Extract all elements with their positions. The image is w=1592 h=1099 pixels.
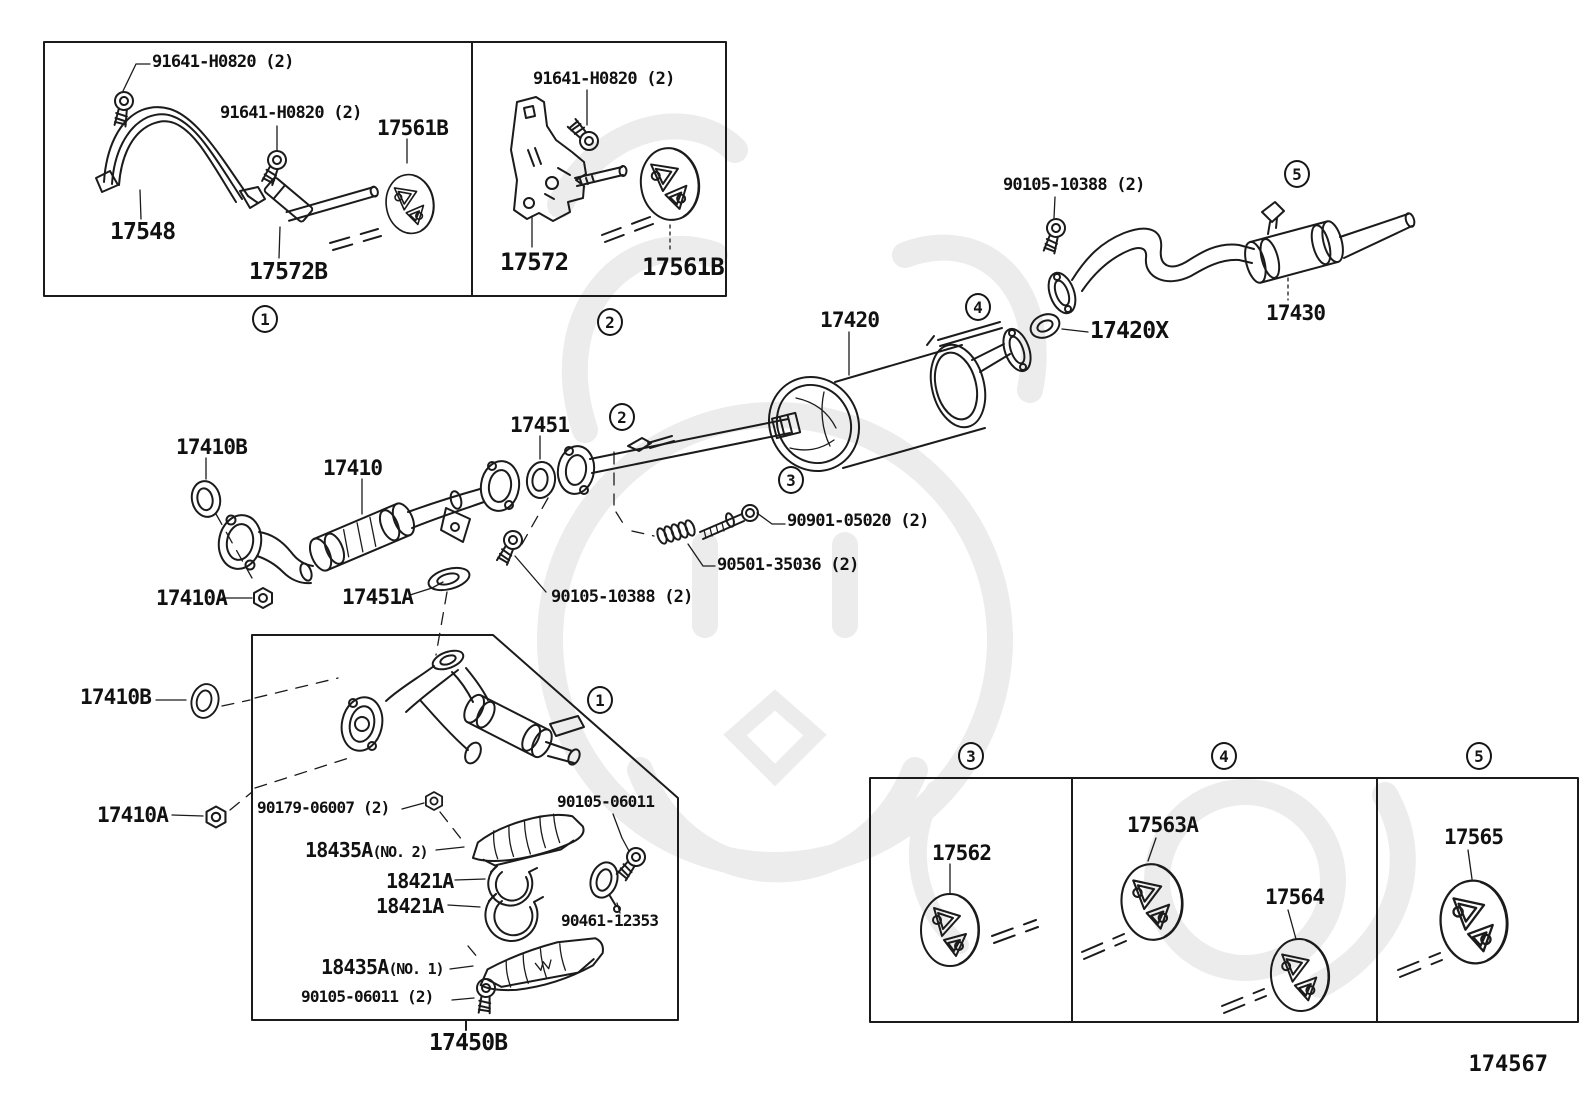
- callout-lowerbox-1: 1: [587, 686, 613, 714]
- label-shield-18435a-no2: 18435A(NO. 2): [305, 838, 428, 862]
- callout-tailpipe-5: 5: [1284, 160, 1310, 188]
- catalyst-shield-no2-drawing: [471, 813, 585, 867]
- gasket-17451a-drawing: [427, 566, 471, 592]
- panel-leader-lines: [949, 837, 1473, 940]
- hanger-17561b-box1: [381, 170, 439, 238]
- label-strap-17548: 17548: [110, 219, 176, 245]
- lowerbox-dash-lines: [254, 677, 479, 959]
- label-stud-90901: 90901-05020 (2): [787, 511, 929, 531]
- label-shield-18435a-no1: 18435A(NO. 1): [321, 955, 444, 979]
- label-ring-17410b-main: 17410B: [176, 435, 248, 459]
- shield-clamp-b-drawing: [484, 893, 544, 942]
- label-bolt-90105-top: 90105-10388 (2): [1003, 175, 1145, 195]
- label-gasket-17451: 17451: [510, 413, 570, 437]
- bolt-90105-box-a: [613, 843, 650, 884]
- label-clamp-90461: 90461-12353: [561, 911, 659, 930]
- label-tailpipe-17430: 17430: [1266, 301, 1326, 325]
- downpipe-assembly-drawing: [340, 649, 585, 766]
- page-code: 174567: [1468, 1052, 1548, 1077]
- callout-panel-5: 5: [1466, 742, 1492, 770]
- clamp-hanger-90461-drawing: [589, 861, 621, 913]
- callout-joint-2: 2: [609, 403, 635, 431]
- label-hanger-17561b-box1: 17561B: [377, 116, 449, 140]
- label-pipe-17410: 17410: [323, 456, 383, 480]
- label-shield1-suffix: (NO. 1): [388, 960, 444, 978]
- label-shield2-number: 18435A: [305, 838, 373, 862]
- label-muffler-17420: 17420: [820, 308, 880, 332]
- spring-90501-drawing: [656, 519, 696, 545]
- label-gasket-17420x: 17420X: [1090, 318, 1169, 344]
- tailpipe-17430-drawing: [1047, 201, 1416, 315]
- box1-leader-lines: [122, 63, 408, 259]
- label-shield2-suffix: (NO. 2): [372, 843, 428, 861]
- main-dash-lines: [215, 451, 655, 811]
- label-bolt-90105-box-a: 90105-06011: [557, 792, 655, 811]
- label-hanger-17565: 17565: [1444, 825, 1504, 849]
- main-leader-lines: [205, 196, 1289, 599]
- label-shield1-number: 18435A: [321, 955, 389, 979]
- bolt-90105-box-b: [474, 977, 497, 1015]
- rod-17572b-drawing: [263, 176, 382, 251]
- label-rod-17572b: 17572B: [249, 259, 328, 285]
- inset-frames: [43, 41, 1579, 1031]
- label-hanger-17563a: 17563A: [1127, 813, 1199, 837]
- ring-17410b-box: [186, 680, 224, 722]
- label-bolt-91641-a: 91641-H0820 (2): [152, 52, 294, 72]
- label-hanger-17564: 17564: [1265, 885, 1325, 909]
- nut-17410a-box: [205, 805, 227, 829]
- label-nut-17410a-main: 17410A: [156, 586, 228, 610]
- intermediate-pipe-drawing: [556, 418, 791, 495]
- callout-panel-4: 4: [1211, 742, 1237, 770]
- label-bolt-91641-b: 91641-H0820 (2): [220, 103, 362, 123]
- lowerbox-leader-lines: [155, 699, 630, 1001]
- label-bolt-90105-box-b: 90105-06011 (2): [301, 987, 434, 1006]
- callout-inset-2: 2: [597, 308, 623, 336]
- callout-panel-3: 3: [958, 742, 984, 770]
- panel-dash-stubs: [991, 919, 1443, 1014]
- stud-90901-drawing: [699, 504, 759, 540]
- label-spring-90501: 90501-35036 (2): [717, 555, 859, 575]
- bolt-90105-mid: [493, 527, 526, 568]
- bolt-91641-box1-b: [258, 147, 290, 188]
- gasket-17420x-drawing: [1029, 313, 1061, 339]
- hanger-17561b-box2: [635, 143, 705, 225]
- strap-17548-drawing: [95, 106, 266, 209]
- label-clamp-18421a-a: 18421A: [386, 869, 454, 893]
- ring-17410b-main: [187, 477, 225, 521]
- box2-leader-lines: [531, 89, 671, 253]
- gasket-17451-drawing: [523, 459, 559, 501]
- bolt-91641-box1-a: [110, 89, 136, 129]
- callout-muffler-4: 4: [965, 293, 991, 321]
- box2-dash-stub: [601, 216, 654, 243]
- hanger-17565-drawing: [1436, 876, 1512, 968]
- label-hanger-17562: 17562: [932, 841, 992, 865]
- label-ring-17410b-box: 17410B: [80, 685, 152, 709]
- label-assembly-17450b: 17450B: [429, 1030, 508, 1056]
- label-bracket-17572: 17572: [500, 248, 569, 276]
- front-pipe-17410-drawing: [217, 460, 521, 585]
- label-bolt-90105-mid: 90105-10388 (2): [551, 587, 693, 607]
- label-bolt-91641-box2: 91641-H0820 (2): [533, 69, 675, 89]
- shield-clamp-a-drawing: [487, 865, 538, 907]
- callout-inset-1: 1: [252, 305, 278, 333]
- label-gasket-17451a: 17451A: [342, 585, 414, 609]
- bracket-17572-drawing: [510, 96, 628, 222]
- label-clamp-18421a-b: 18421A: [376, 894, 444, 918]
- flange-nut-90179: [424, 791, 444, 811]
- bolt-90105-top: [1039, 215, 1069, 256]
- callout-muffler-3: 3: [778, 466, 804, 494]
- label-nut-17410a-box: 17410A: [97, 803, 169, 827]
- label-nut-90179: 90179-06007 (2): [257, 798, 390, 817]
- muffler-17420-drawing: [767, 321, 1032, 473]
- label-hanger-17561b-box2: 17561B: [642, 253, 725, 281]
- nut-17410a-main: [253, 587, 273, 609]
